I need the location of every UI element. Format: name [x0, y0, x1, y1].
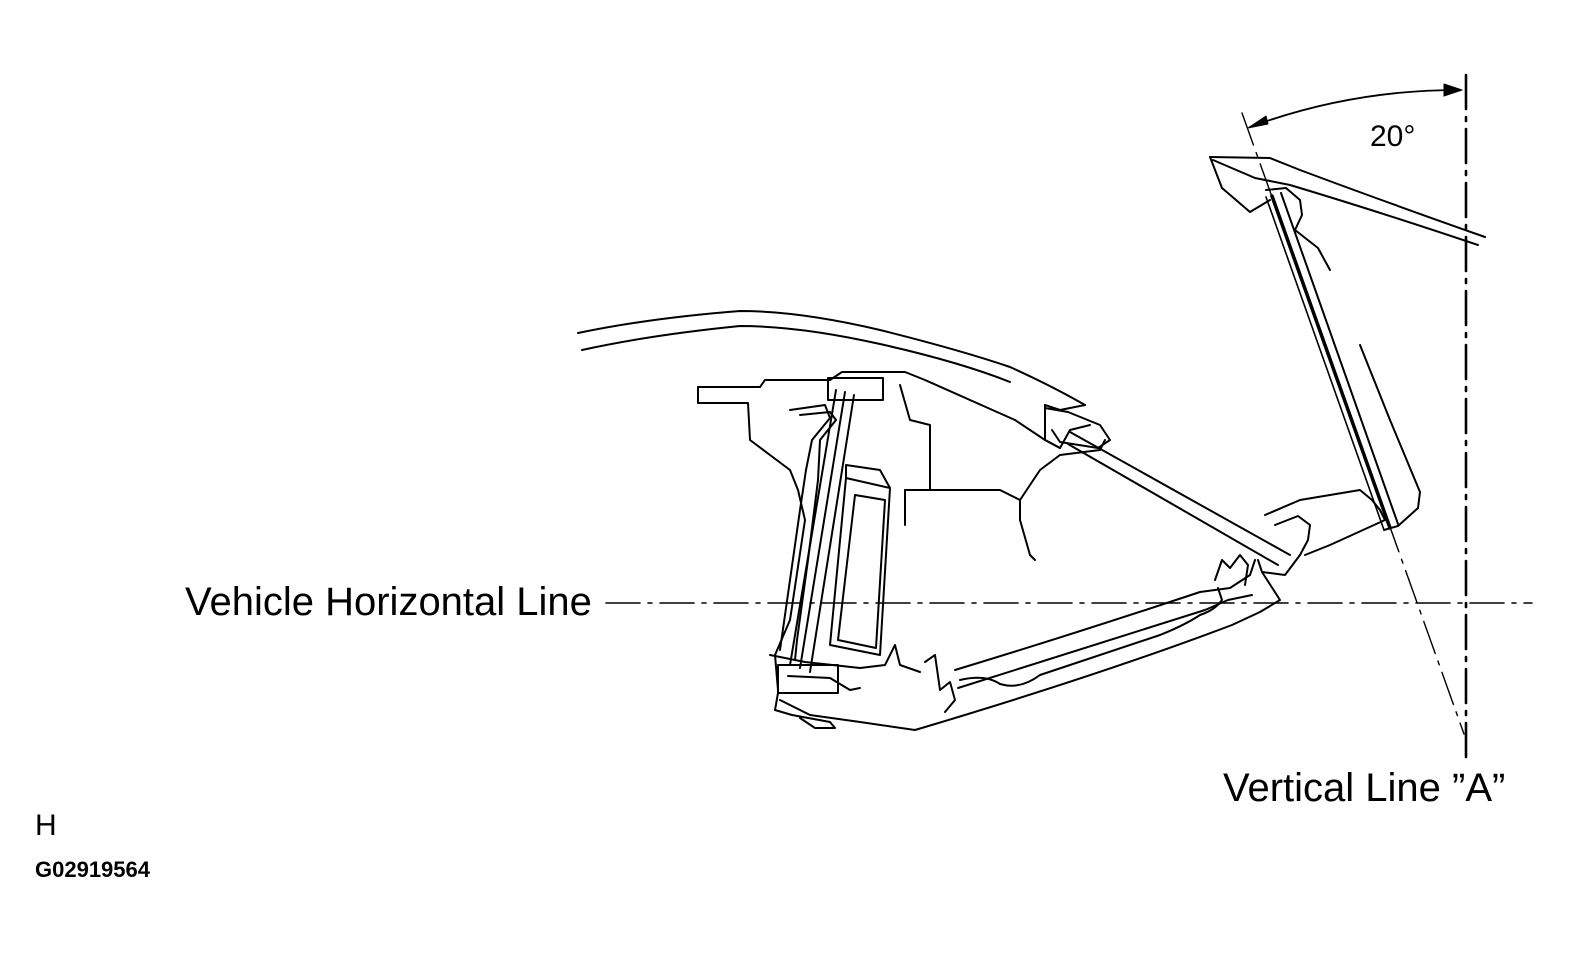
left-housing-outer [698, 372, 1060, 448]
lower-plate-inner [958, 595, 1252, 688]
bottom-mount-bracket [778, 665, 838, 693]
housing-lower-return [780, 572, 1280, 730]
angle-indicator [1248, 84, 1462, 128]
left-housing-inner-2 [795, 412, 836, 660]
center-block-inner [838, 495, 885, 648]
upper-mid-bracket [900, 385, 930, 525]
upper-left-bracket [828, 378, 883, 400]
lens-plate-bottom-end [1360, 345, 1420, 530]
lower-plate-clip [1215, 555, 1248, 585]
figure-code-label: G02919564 [35, 857, 150, 882]
upper-right-bracket [905, 490, 1035, 560]
center-block-outer [830, 478, 890, 655]
hood-contour [578, 311, 1085, 410]
bottom-mount-lower [775, 693, 835, 728]
lower-reflector [925, 555, 1255, 712]
lower-plate-waves [960, 588, 1222, 686]
angle-arrowhead-right-icon [1444, 84, 1462, 96]
left-rail-1 [790, 390, 836, 665]
bottom-mount [770, 645, 920, 728]
right-housing [780, 490, 1385, 730]
left-housing-top-step [698, 387, 805, 690]
vehicle-horizontal-line-label: Vehicle Horizontal Line [185, 580, 592, 624]
housing-right-bracket [1265, 490, 1385, 555]
housing-right-inner [1258, 516, 1310, 575]
center-block-top [846, 465, 890, 488]
vertical-line-a-label: Vertical Line ”A” [1223, 766, 1506, 810]
left-housing-inner-1 [780, 405, 830, 650]
lens-plate-line-2 [1281, 193, 1398, 524]
upper-reflector-rod [1045, 408, 1290, 565]
hood-outer-line [578, 311, 1085, 405]
hood-inner-line [582, 326, 1010, 382]
reference-lines [606, 75, 1532, 758]
lens-plate-line-1 [1272, 196, 1390, 528]
upper-cowl [1210, 157, 1485, 245]
cowl-outer-line [1210, 157, 1485, 237]
cowl-tip [1210, 157, 1270, 212]
rod-line-1 [1070, 432, 1290, 555]
rod-top-clip [1045, 408, 1110, 448]
lower-plate-outer [955, 560, 1255, 670]
lens-plate-line-3 [1266, 197, 1384, 530]
rod-line-2 [1068, 444, 1278, 565]
bottom-mount-inner [788, 676, 860, 690]
lens-plate [1266, 188, 1420, 530]
angle-arc [1250, 90, 1458, 127]
angle-label: 20° [1370, 120, 1416, 153]
bottom-mount-plate [770, 645, 920, 672]
left-rail-2 [800, 392, 845, 668]
hood-step-bracket [1045, 405, 1090, 448]
cowl-inner-line [1213, 160, 1478, 245]
hood-step [1045, 405, 1090, 448]
left-housing [698, 372, 1105, 690]
view-code-label: H [35, 809, 57, 842]
lens-plate-top-clip [1266, 188, 1330, 270]
angle-arrowhead-left-icon [1248, 116, 1268, 128]
center-block [830, 465, 890, 655]
inner-slope [1020, 440, 1105, 500]
lower-left-clip [925, 655, 955, 712]
left-rail-3 [810, 395, 854, 672]
